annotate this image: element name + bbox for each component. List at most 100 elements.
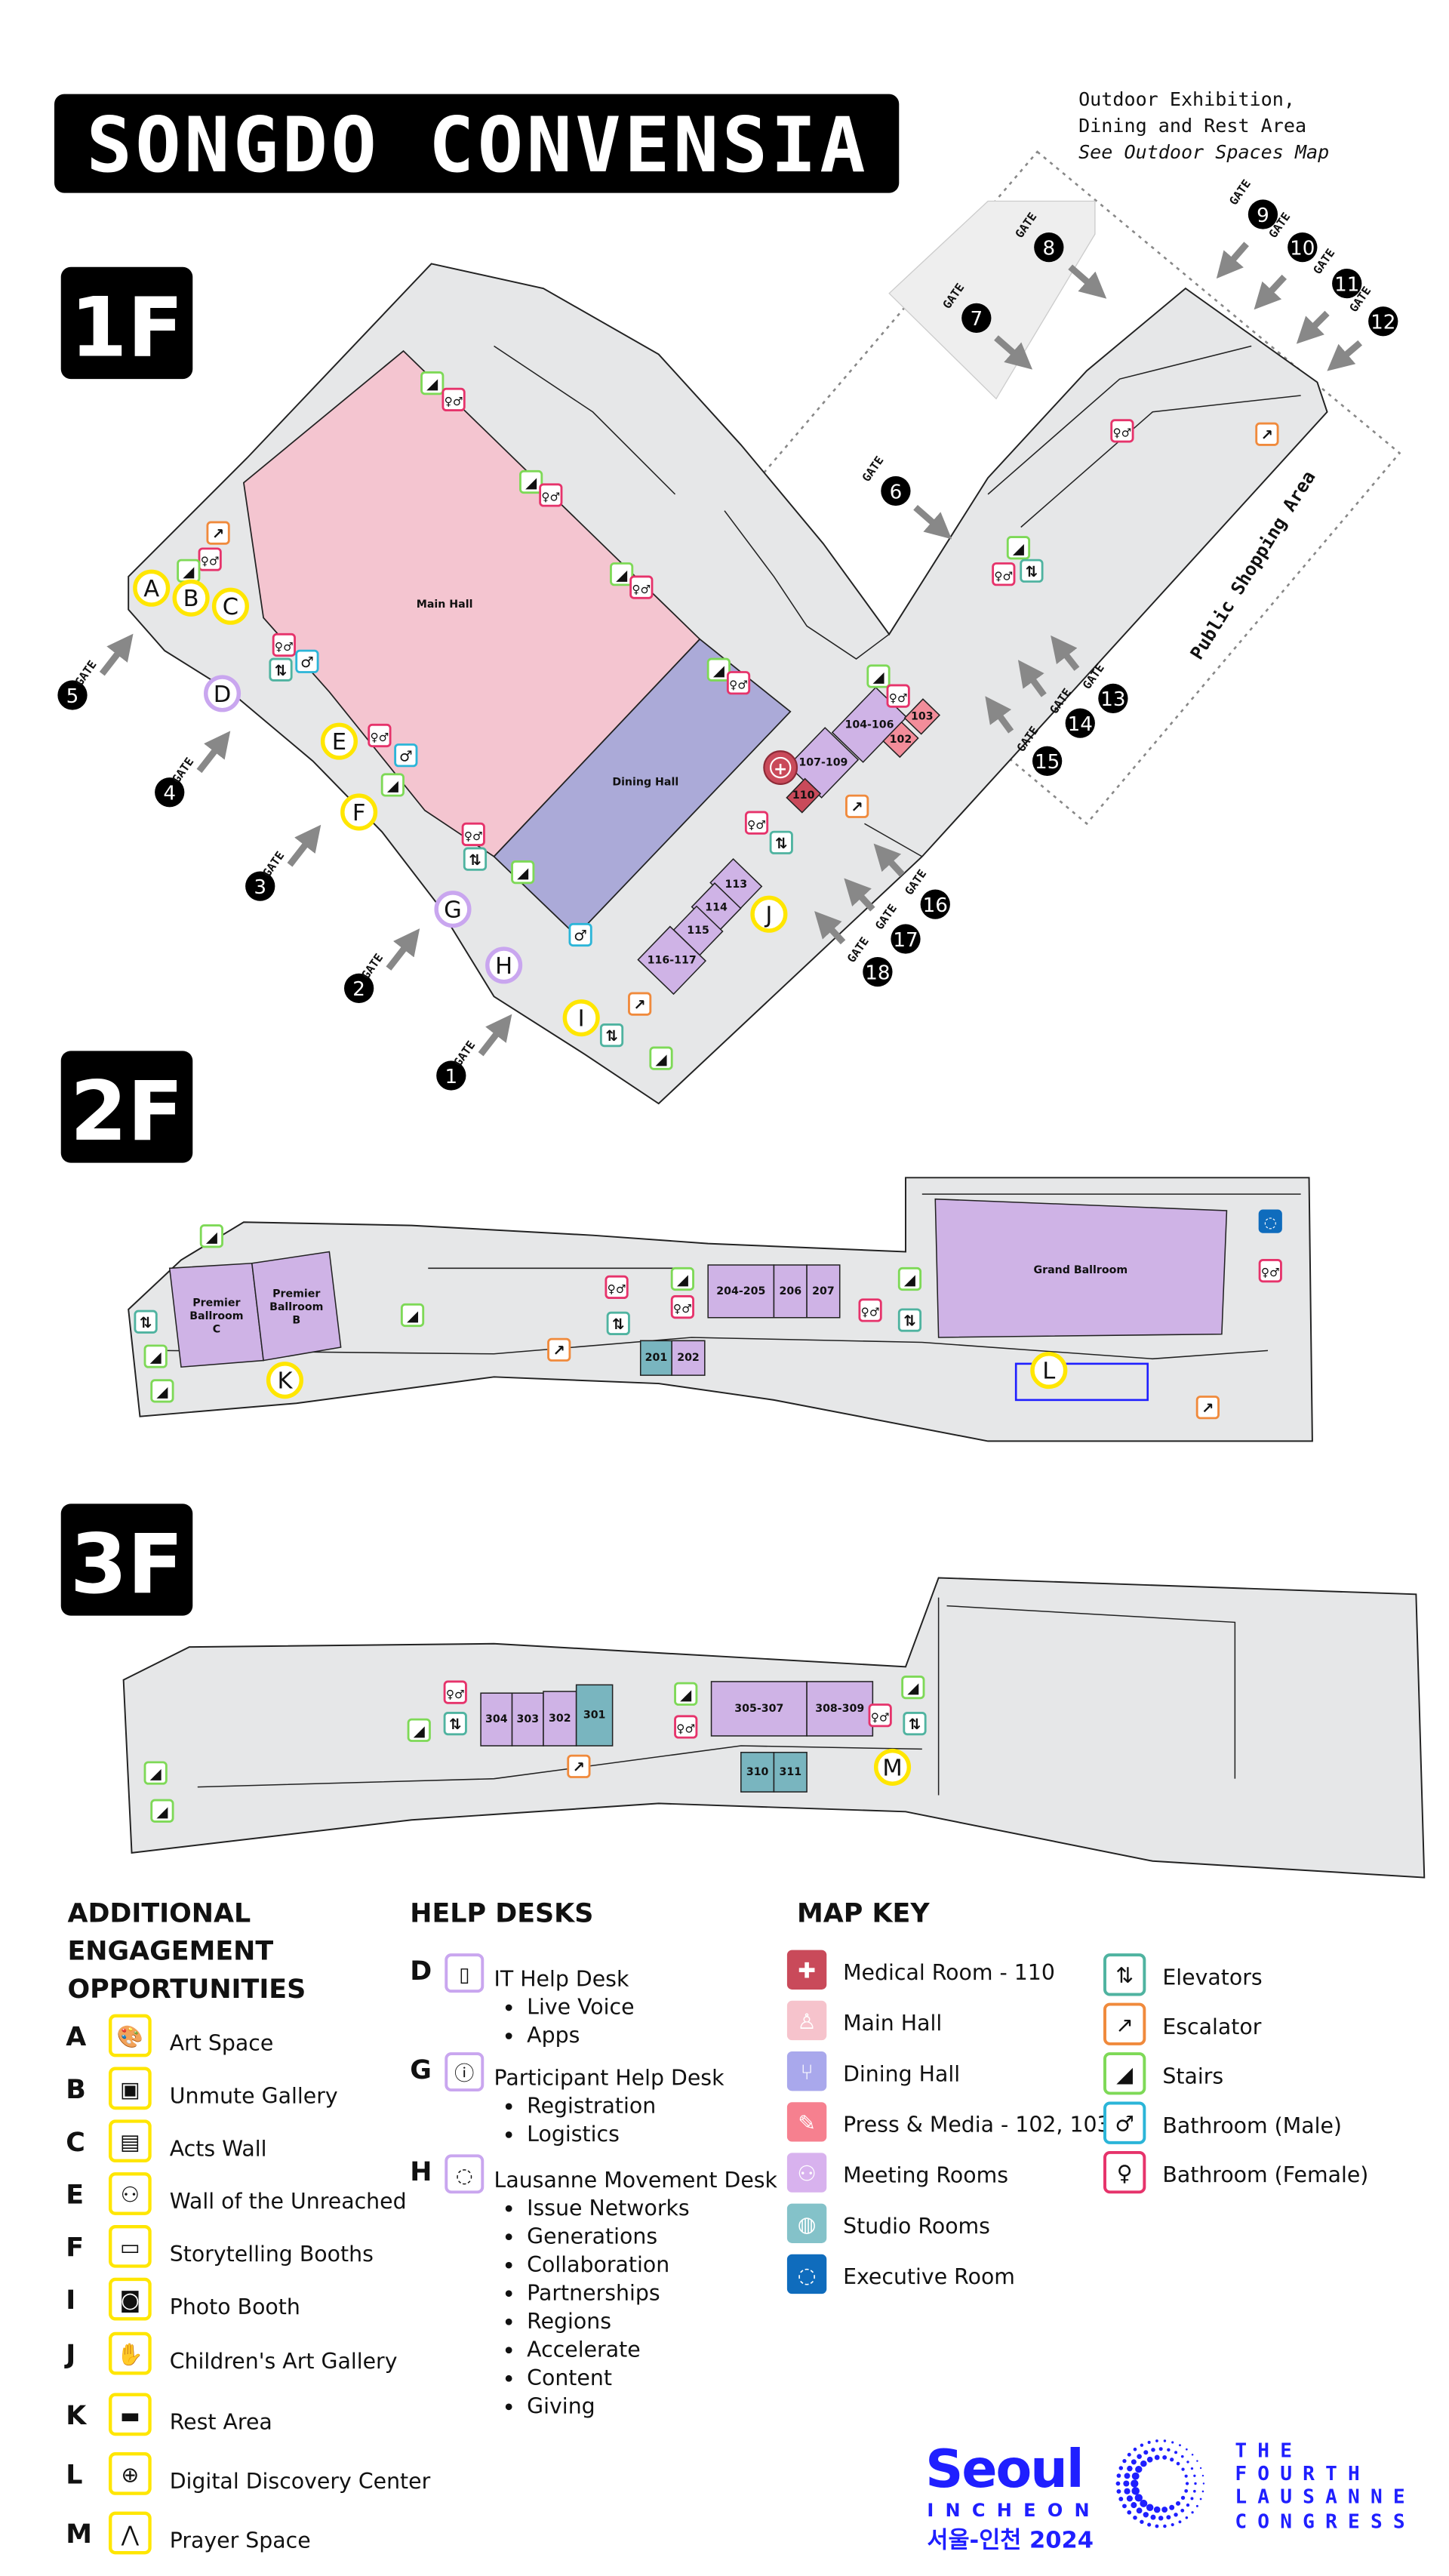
marker-E[interactable]: E	[320, 722, 358, 760]
bathroom-icon[interactable]: ♀♂	[868, 1703, 892, 1728]
stairs-icon[interactable]: ◢	[150, 1799, 174, 1823]
bathroom-icon[interactable]: ♀♂	[539, 483, 563, 507]
stairs-icon[interactable]: ◢	[674, 1682, 698, 1706]
bathroom-icon[interactable]: ♀♂	[443, 1680, 467, 1704]
marker-F[interactable]: F	[340, 793, 378, 831]
escalator-icon[interactable]: ↗	[1255, 422, 1279, 446]
room-204-205[interactable]: 204-205	[707, 1264, 775, 1319]
escalator-icon[interactable]: ↗	[547, 1337, 571, 1362]
room-301[interactable]: 301	[575, 1684, 614, 1747]
bathroom-icon[interactable]: ♀♂	[992, 562, 1016, 586]
male-icon[interactable]: ♂	[568, 922, 592, 947]
bathroom-icon[interactable]: ♀♂	[858, 1298, 882, 1322]
room-201[interactable]: 201	[639, 1340, 672, 1376]
stairs-icon[interactable]: ◢	[866, 664, 891, 688]
room-302[interactable]: 302	[543, 1691, 577, 1747]
room-110[interactable]: 110	[786, 777, 822, 814]
marker-B[interactable]: B	[172, 579, 210, 617]
stairs-icon[interactable]: ◢	[706, 657, 731, 682]
elevator-icon[interactable]: ⇅	[269, 657, 293, 682]
marker-D[interactable]: D	[203, 675, 242, 712]
stairs-icon[interactable]: ◢	[380, 773, 405, 797]
marker-G[interactable]: G	[434, 891, 472, 928]
male-icon[interactable]: ♂	[295, 649, 319, 673]
bathroom-icon[interactable]: ♀♂	[629, 575, 654, 599]
stairs-icon[interactable]: ◢	[519, 469, 543, 494]
marker-I[interactable]: I	[562, 999, 600, 1037]
medical-room-marker[interactable]: +	[763, 750, 798, 785]
room-207[interactable]: 207	[806, 1264, 841, 1319]
room-206[interactable]: 206	[773, 1264, 808, 1319]
marker-M[interactable]: M	[874, 1748, 912, 1786]
room-308-309[interactable]: 308-309	[806, 1681, 874, 1737]
elevator-icon[interactable]: ⇅	[463, 847, 488, 871]
bathroom-icon[interactable]: ♀♂	[886, 684, 910, 708]
bathroom-icon[interactable]: ♀♂	[272, 632, 296, 657]
room-311[interactable]: 311	[773, 1752, 808, 1793]
bathroom-icon[interactable]: ♀♂	[198, 547, 222, 571]
room-303[interactable]: 303	[511, 1692, 544, 1747]
stairs-icon[interactable]: ◢	[610, 562, 634, 586]
marker-J[interactable]: J	[750, 895, 788, 933]
stairs-icon[interactable]: ◢	[649, 1046, 673, 1070]
escalator-icon[interactable]: ↗	[567, 1754, 591, 1778]
bathroom-icon[interactable]: ♀♂	[670, 1294, 694, 1319]
room-116-117[interactable]: 116-117	[637, 925, 707, 996]
bathroom-icon[interactable]: ♀♂	[726, 671, 751, 695]
escalator-icon[interactable]: ↗	[845, 794, 869, 818]
marker-H[interactable]: H	[485, 946, 523, 984]
outdoor-note-link[interactable]: See Outdoor Spaces Map	[1078, 141, 1329, 163]
marker-A[interactable]: A	[133, 569, 171, 607]
marker-C[interactable]: C	[211, 587, 249, 625]
bathroom-icon[interactable]: ♀♂	[744, 811, 769, 835]
stairs-icon[interactable]: ◢	[143, 1344, 168, 1368]
bathroom-icon[interactable]: ♀♂	[605, 1275, 629, 1300]
bathroom-icon[interactable]: ♀♂	[1110, 419, 1134, 443]
bathroom-icon[interactable]: ♀♂	[461, 822, 485, 847]
escalator-icon[interactable]: ↗	[1195, 1396, 1220, 1420]
room-102[interactable]: 102	[882, 721, 919, 759]
elevator-icon[interactable]: ⇅	[134, 1310, 158, 1334]
stairs-icon[interactable]: ◢	[511, 860, 535, 885]
marker-K[interactable]: K	[266, 1362, 303, 1399]
stairs-icon[interactable]: ◢	[143, 1761, 168, 1785]
escalator-icon[interactable]: ↗	[206, 521, 230, 545]
room-304[interactable]: 304	[480, 1692, 513, 1747]
stairs-icon[interactable]: ◢	[897, 1266, 922, 1291]
stairs-icon[interactable]: ◢	[177, 559, 201, 583]
stairs-icon[interactable]: ◢	[670, 1266, 694, 1291]
elevator-icon[interactable]: ⇅	[443, 1711, 467, 1736]
stairs-icon[interactable]: ◢	[199, 1224, 223, 1248]
executive-room-icon[interactable]: ◌	[1258, 1209, 1282, 1233]
stairs-icon[interactable]: ◢	[150, 1379, 174, 1403]
male-icon[interactable]: ♂	[394, 743, 418, 768]
room-103[interactable]: 103	[903, 698, 941, 735]
elevator-icon[interactable]: ⇅	[769, 830, 793, 854]
room-202[interactable]: 202	[671, 1340, 706, 1376]
elevator-icon[interactable]: ⇅	[606, 1311, 630, 1336]
bathroom-icon[interactable]: ♀♂	[674, 1715, 698, 1739]
escalator-icon[interactable]: ↗	[628, 992, 652, 1016]
stairs-icon[interactable]: ◢	[1006, 536, 1031, 560]
room-305-307[interactable]: 305-307	[710, 1681, 808, 1737]
bathroom-icon[interactable]: ♀♂	[368, 723, 392, 748]
bathroom-icon[interactable]: ♀♂	[441, 387, 466, 412]
bathroom-icon[interactable]: ♀♂	[1258, 1258, 1282, 1283]
stairs-icon[interactable]: ◢	[420, 371, 445, 395]
stairs-icon[interactable]: ◢	[901, 1675, 925, 1700]
elevator-icon[interactable]: ⇅	[599, 1023, 624, 1048]
room-grand-ballroom[interactable]: Grand Ballroom	[934, 1198, 1228, 1338]
stairs-icon[interactable]: ◢	[400, 1303, 425, 1328]
